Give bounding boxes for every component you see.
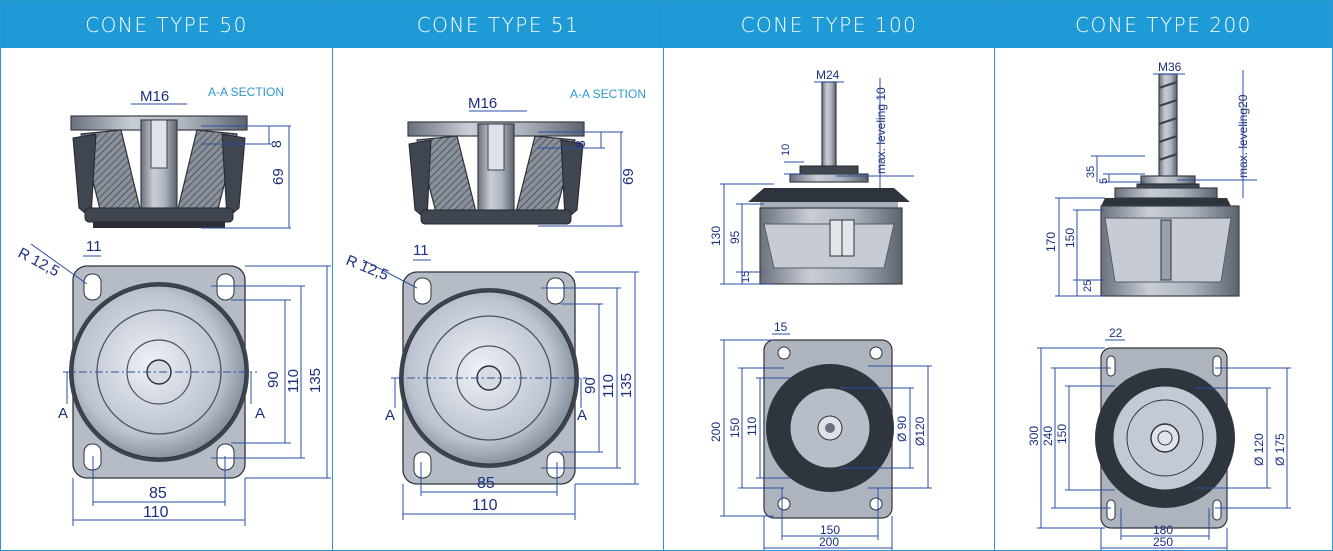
dim-dia-120: Ø120 <box>913 416 927 446</box>
dim-170: 170 <box>1044 232 1058 252</box>
dim-135: 135 <box>307 368 324 393</box>
column-cone-type-51: CONE TYPE 51 A-A SECTION M16 8 69 <box>333 1 664 550</box>
cone-type-100-drawing: M24 max. leveling 10 10 130 95 15 <box>709 68 932 550</box>
section-mark-a-right: A <box>577 407 587 424</box>
section-view <box>407 121 585 225</box>
dim-180: 180 <box>1153 523 1173 537</box>
dim-25: 25 <box>1082 280 1094 292</box>
dim-85: 85 <box>149 485 167 502</box>
column-title: CONE TYPE 200 <box>995 1 1332 48</box>
plan-view <box>763 339 894 519</box>
elevation-view <box>748 81 910 285</box>
section-label: A-A SECTION <box>208 85 284 99</box>
dim-8: 8 <box>268 140 284 148</box>
dim-150-horizontal: 150 <box>820 523 840 537</box>
cone-type-50-drawing: A-A SECTION M16 8 69 A <box>15 85 331 526</box>
section-mark-a-left: A <box>385 407 395 424</box>
cone-type-51-drawing: A-A SECTION M16 8 69 A A <box>344 87 646 520</box>
dim-150-plan: 150 <box>1055 424 1069 444</box>
thread-label: M36 <box>1158 60 1182 74</box>
column-cone-type-50: CONE TYPE 50 <box>1 1 333 550</box>
dim-110: 110 <box>745 417 759 436</box>
dim-110-horizontal: 110 <box>472 497 498 514</box>
dim-10: 10 <box>780 144 792 156</box>
dim-69: 69 <box>270 168 287 185</box>
cone-type-200-drawing: M36 max. leveling20 35 5 170 150 25 <box>1027 60 1291 550</box>
dim-11: 11 <box>413 242 429 259</box>
dim-200-horizontal: 200 <box>819 535 839 549</box>
dim-radius: R 12,5 <box>344 252 391 284</box>
dim-110-horizontal: 110 <box>143 504 169 521</box>
column-title: CONE TYPE 100 <box>664 1 994 48</box>
dim-300: 300 <box>1027 426 1041 446</box>
leveling-note: max. leveling 10 <box>874 87 888 174</box>
dim-110-vertical: 110 <box>600 374 617 398</box>
dim-90: 90 <box>265 371 282 388</box>
dim-dia-175: Ø 175 <box>1273 433 1287 466</box>
section-mark-a-left: A <box>58 405 68 422</box>
dim-dia-120: Ø 120 <box>1252 433 1266 466</box>
dim-240: 240 <box>1041 426 1055 446</box>
dim-250: 250 <box>1153 535 1173 549</box>
dim-15-side: 15 <box>740 271 752 283</box>
section-mark-a-right: A <box>255 405 265 422</box>
dim-15: 15 <box>774 320 788 334</box>
column-title: CONE TYPE 50 <box>1 1 332 48</box>
thread-label: M24 <box>816 68 840 82</box>
dim-8: 8 <box>572 140 588 148</box>
column-cone-type-100: CONE TYPE 100 M24 max. leveling 10 10 <box>664 1 995 550</box>
dim-110-vertical: 110 <box>285 369 302 393</box>
dim-95: 95 <box>728 230 742 244</box>
column-title: CONE TYPE 51 <box>333 1 663 48</box>
section-label: A-A SECTION <box>570 87 646 101</box>
dim-69: 69 <box>620 168 637 185</box>
dim-150-vertical: 150 <box>728 418 742 438</box>
dim-90: 90 <box>582 377 599 394</box>
dim-130: 130 <box>709 226 723 246</box>
plan-view <box>1095 347 1235 529</box>
dim-135: 135 <box>618 373 635 398</box>
dim-200-vertical: 200 <box>709 422 723 442</box>
section-view <box>70 115 248 228</box>
dim-11: 11 <box>86 238 102 255</box>
column-cone-type-200: CONE TYPE 200 M36 max. leveling20 35 5 <box>995 1 1332 550</box>
dim-5: 5 <box>1098 178 1110 184</box>
thread-label: M16 <box>468 95 497 112</box>
dim-dia-90: Ø 90 <box>895 416 909 442</box>
dim-22: 22 <box>1109 326 1123 340</box>
elevation-view <box>1100 73 1240 297</box>
dim-85: 85 <box>477 475 495 492</box>
dim-35: 35 <box>1085 166 1097 178</box>
dim-150: 150 <box>1063 228 1077 248</box>
thread-label: M16 <box>140 88 169 105</box>
